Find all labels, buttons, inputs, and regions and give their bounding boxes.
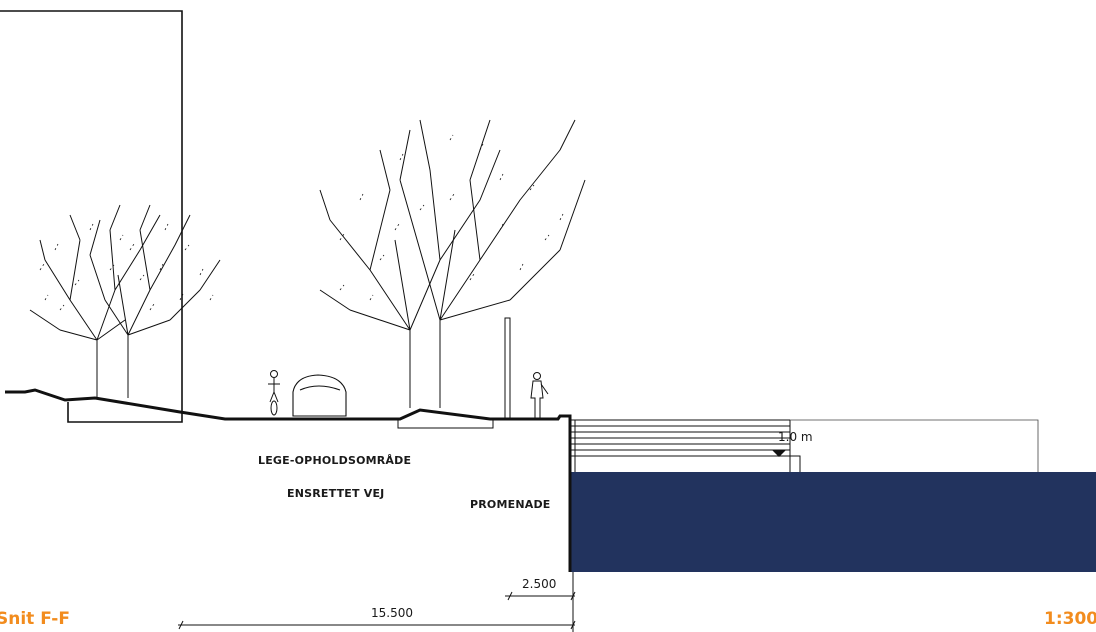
water-level-marker	[772, 450, 786, 457]
pedestrian-figure	[530, 372, 549, 419]
tree-left-pair	[29, 204, 221, 398]
cyclist-figure	[268, 370, 280, 416]
lamp-post	[504, 317, 511, 421]
dimension-total-width: 15.500	[371, 606, 413, 620]
building-outline	[0, 10, 183, 423]
water-body	[570, 472, 1096, 572]
label-one-way-road: ENSRETTET VEJ	[287, 487, 385, 500]
label-play-area: LEGE-OPHOLDSOMRÅDE	[258, 454, 412, 467]
dimension-promenade-width: 2.500	[522, 577, 557, 591]
section-title: Snit F-F	[0, 609, 70, 629]
label-promenade: PROMENADE	[470, 498, 551, 511]
quay-outline	[790, 419, 1039, 472]
water-level-label: 1.0 m	[778, 430, 813, 444]
scale-label: 1:300	[1044, 609, 1096, 629]
dimension-lines	[178, 572, 576, 632]
planter-center	[397, 419, 494, 429]
ground-profile	[5, 388, 572, 568]
water-steps	[570, 419, 801, 472]
tree-center-pair	[319, 119, 586, 408]
car-figure	[292, 374, 347, 417]
planter-left	[67, 402, 182, 423]
